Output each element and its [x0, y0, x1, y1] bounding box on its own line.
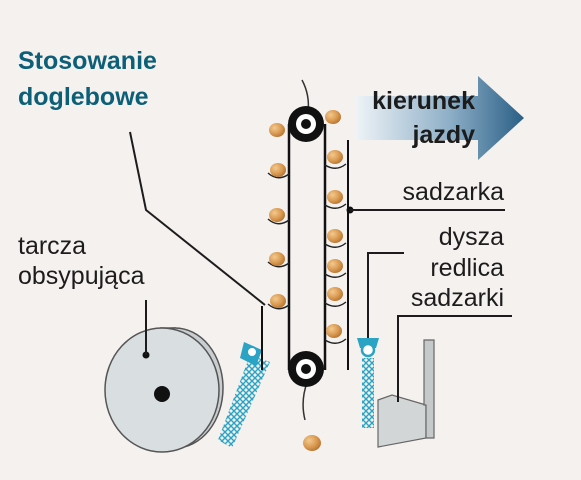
potato-icon: [324, 324, 347, 344]
furrow-label-line-1: redlica: [430, 254, 504, 282]
direction-label-line-1: kierunek: [372, 87, 475, 115]
potato-icon: [324, 190, 347, 209]
potato-icon: [267, 163, 290, 179]
potato-icon: [269, 123, 285, 137]
potato-icon: [324, 287, 347, 307]
title-line-2: doglebowe: [18, 83, 149, 111]
potato-icon: [325, 110, 341, 124]
potato-icon: [267, 208, 290, 225]
furrow-opener: [377, 315, 512, 448]
arrow-right-icon: [356, 76, 524, 160]
disc-label-line-1: tarcza: [18, 232, 87, 260]
disc-label-line-2: obsypująca: [18, 262, 145, 290]
direction-arrow: [356, 76, 524, 160]
covering-disc: [104, 300, 224, 453]
planter-belt: [261, 79, 349, 421]
potato-icon: [324, 150, 347, 169]
potato-icon: [324, 259, 347, 278]
potato-icon: [267, 252, 290, 268]
direction-label-line-2: jazdy: [412, 121, 475, 149]
left-spray: [218, 342, 270, 448]
nozzle-leader-line: [367, 252, 404, 342]
potato-icon: [303, 435, 321, 451]
furrow-label-line-2: sadzarki: [410, 284, 504, 312]
nozzle-label: dysza: [438, 223, 504, 251]
potatoes-left: [267, 123, 290, 310]
potato-icon: [267, 294, 290, 310]
title-line-1: Stosowanie: [18, 47, 157, 75]
furrow-leader-line: [397, 315, 512, 402]
planter-label: sadzarka: [402, 178, 504, 206]
title-leader-line: [129, 131, 266, 306]
potatoes-right: [324, 110, 347, 344]
potato-icon: [324, 229, 347, 248]
nozzle-icon: [357, 338, 379, 358]
right-spray: [357, 338, 379, 428]
